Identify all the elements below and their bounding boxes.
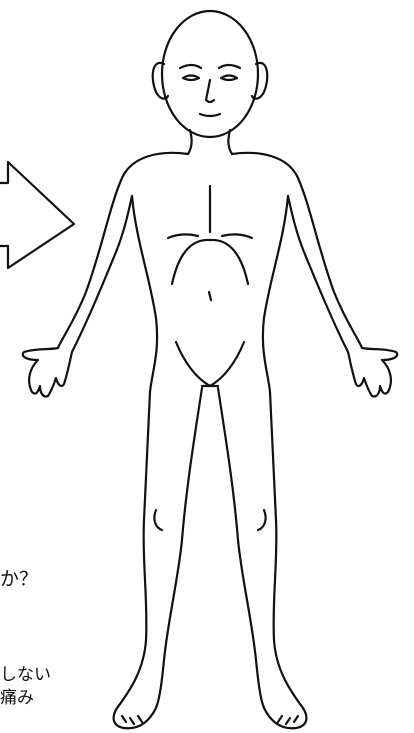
navel bbox=[209, 292, 211, 300]
left-knee bbox=[154, 510, 162, 530]
right-ear bbox=[252, 63, 267, 99]
nose bbox=[206, 80, 214, 102]
head[interactable] bbox=[153, 11, 268, 137]
right-arm-outline[interactable] bbox=[232, 153, 397, 397]
left-arm-outline[interactable] bbox=[23, 153, 188, 397]
option-text-fragment-2: 痛み bbox=[0, 690, 34, 707]
left-chest-line bbox=[168, 234, 198, 238]
torso-left-side bbox=[132, 196, 157, 392]
right-eye bbox=[221, 76, 237, 81]
left-leg-outline[interactable] bbox=[114, 388, 202, 728]
torso-right-side bbox=[263, 196, 288, 392]
head-outline bbox=[162, 11, 258, 137]
ribcage-arc bbox=[172, 240, 248, 284]
mouth bbox=[200, 114, 220, 116]
right-knee bbox=[258, 510, 266, 530]
left-eyebrow bbox=[180, 65, 201, 68]
arrow-right-icon[interactable] bbox=[0, 162, 74, 268]
right-eyebrow bbox=[219, 65, 240, 68]
right-leg-outline[interactable] bbox=[218, 388, 306, 728]
left-toes bbox=[122, 716, 142, 724]
option-text-fragment-1: しない bbox=[0, 667, 51, 684]
right-chest-line bbox=[222, 234, 252, 238]
left-ear bbox=[153, 63, 168, 99]
right-toes bbox=[278, 716, 298, 724]
left-eye bbox=[183, 76, 199, 81]
question-text-fragment: か？ bbox=[0, 570, 38, 589]
pelvis-outline bbox=[176, 342, 244, 386]
